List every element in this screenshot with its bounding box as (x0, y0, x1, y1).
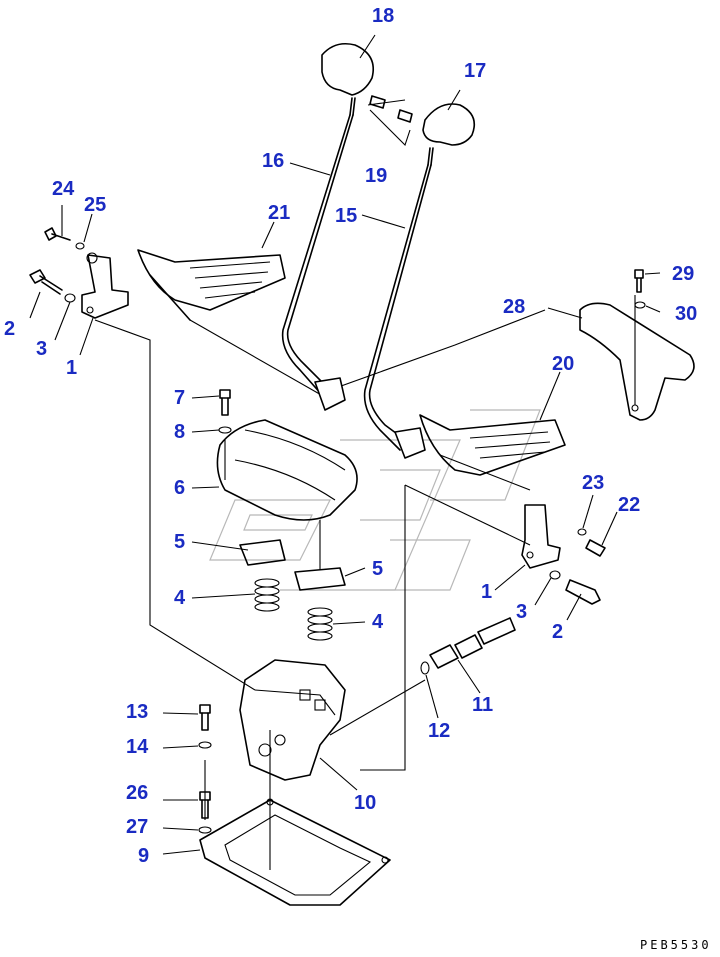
callout-21[interactable]: 21 (268, 202, 290, 224)
spring-4a (254, 578, 280, 612)
callout-8[interactable]: 8 (174, 421, 185, 443)
pedal-left (137, 249, 286, 321)
lever-left (281, 42, 374, 411)
spring-4b (307, 607, 333, 641)
callout-1-upper[interactable]: 1 (66, 357, 77, 379)
lever-right (363, 103, 476, 459)
plate-5a (239, 539, 286, 566)
callout-10[interactable]: 10 (354, 792, 376, 814)
cover-28 (579, 302, 695, 421)
callout-12[interactable]: 12 (428, 720, 450, 742)
callout-19[interactable]: 19 (365, 165, 387, 187)
callout-1-lower[interactable]: 1 (481, 581, 492, 603)
callout-14[interactable]: 14 (126, 736, 149, 758)
callout-17[interactable]: 17 (464, 60, 486, 82)
callout-18[interactable]: 18 (372, 5, 394, 27)
callout-15[interactable]: 15 (335, 205, 357, 227)
bracket-right (521, 504, 561, 569)
gasket-plate (199, 798, 391, 906)
fasteners (29, 227, 646, 834)
callout-29[interactable]: 29 (672, 263, 694, 285)
callout-28[interactable]: 28 (503, 296, 525, 318)
callout-4-left[interactable]: 4 (174, 587, 186, 609)
boot-cover (216, 419, 358, 521)
callout-6[interactable]: 6 (174, 477, 185, 499)
callout-24[interactable]: 24 (52, 178, 75, 200)
callout-5-left[interactable]: 5 (174, 531, 185, 553)
o-ring-12 (420, 661, 430, 675)
callout-3-lower[interactable]: 3 (516, 601, 527, 623)
callout-2-upper[interactable]: 2 (4, 318, 15, 340)
callout-30[interactable]: 30 (675, 303, 697, 325)
bolts-19 (369, 95, 413, 147)
callout-2-lower[interactable]: 2 (552, 621, 563, 643)
callout-27[interactable]: 27 (126, 816, 148, 838)
bracket-left (81, 252, 129, 319)
callouts: 18 17 16 19 24 25 21 15 29 2 3 1 28 30 2… (4, 5, 697, 867)
callout-3-upper[interactable]: 3 (36, 338, 47, 360)
callout-26[interactable]: 26 (126, 782, 148, 804)
leader-lines (29, 34, 661, 855)
callout-13[interactable]: 13 (126, 701, 148, 723)
callout-9[interactable]: 9 (138, 845, 149, 867)
callout-5-right[interactable]: 5 (372, 558, 383, 580)
callout-16[interactable]: 16 (262, 150, 284, 172)
callout-20[interactable]: 20 (552, 353, 574, 375)
callout-4-right[interactable]: 4 (372, 611, 384, 633)
valve-body (239, 659, 346, 781)
callout-23[interactable]: 23 (582, 472, 604, 494)
callout-25[interactable]: 25 (84, 194, 106, 216)
pedal-right (419, 414, 566, 476)
callout-11[interactable]: 11 (472, 694, 493, 716)
reference-code: PEB5530 (640, 938, 712, 952)
callout-7[interactable]: 7 (174, 387, 185, 409)
callout-22[interactable]: 22 (618, 494, 640, 516)
fitting-11 (429, 617, 516, 669)
assembly-lines (94, 99, 636, 870)
plate-5b (294, 567, 346, 591)
